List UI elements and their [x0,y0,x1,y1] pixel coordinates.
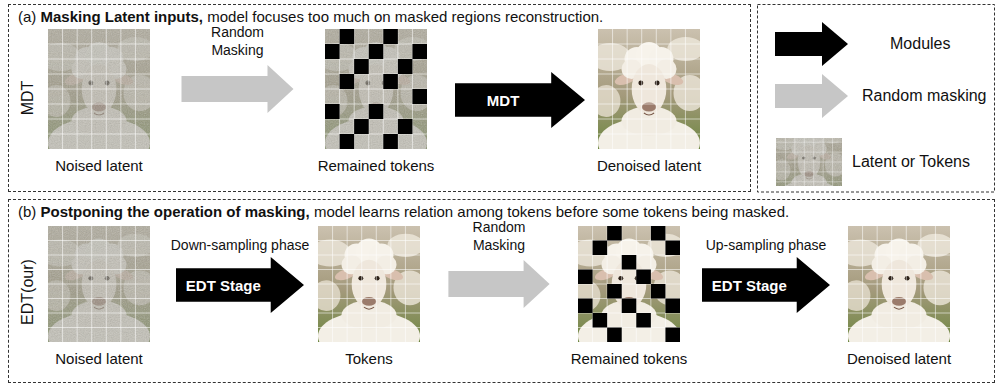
latent-tile: Denoised latent [598,29,700,149]
token-image [310,226,426,361]
masking-arrow-sample [775,74,848,118]
module-text-box: MDT [455,72,551,128]
image-caption: Remained tokens [548,350,710,367]
latent-tile: Tokens [318,226,420,342]
module-arrow-sample [775,22,848,66]
noised-latent-image [40,29,156,169]
module-arrow: MDT [455,72,585,128]
denoised-latent-image [590,29,706,169]
masked-token-image [570,226,686,361]
panel-title: (a) Masking Latent inputs,model focuses t… [18,8,607,25]
arrow-shape [455,72,585,128]
arrow-body [176,257,304,313]
panel-text: (b) [18,203,36,220]
latent-tile: Remained tokens [325,29,427,149]
image-caption: Denoised latent [568,157,730,174]
legend-text: Modules [890,35,950,53]
image-caption: Remained tokens [295,157,457,174]
side-label: MDT [19,81,37,116]
module-name: EDT Stage [712,277,787,294]
legend-text: Latent or Tokens [852,153,970,171]
noised-latent-image [40,226,156,361]
masking-arrow [448,260,549,308]
arrow-body [455,72,585,128]
panel-text: model focuses too much on masked regions… [207,8,603,25]
side-label: EDT(our) [19,259,37,325]
panel-title: (b) Postponing the operation of masking,m… [18,203,793,220]
latent-tile: Noised latent [48,226,150,342]
image-caption: Tokens [288,350,450,367]
panel-frame: (a) Masking Latent inputs,model focuses t… [8,4,751,192]
module-name: MDT [487,92,520,109]
legend-text: Random masking [862,87,987,105]
module-arrow: Up-sampling phaseEDT Stage [702,257,830,313]
image-caption: Denoised latent [818,350,980,367]
latent-tile: Denoised latent [848,226,950,342]
stage-heading: Down-sampling phase [146,237,334,253]
edge-label: Random Masking [461,219,537,254]
module-text-box: EDT Stage [176,257,271,313]
denoised-latent-image [840,226,956,361]
masking-arrow [182,65,294,113]
panel-heading: Postponing the operation of masking, [41,203,310,220]
latent-tile: Remained tokens [578,226,680,342]
panel-text: (a) [18,8,36,25]
arrow-body [702,257,830,313]
edge-label: Random Masking [200,24,276,59]
module-arrow: Down-sampling phaseEDT Stage [176,257,304,313]
module-name: EDT Stage [186,277,261,294]
latent-tile: Noised latent [48,29,150,149]
stage-heading: Up-sampling phase [672,237,860,253]
image-caption: Noised latent [18,157,180,174]
module-text-box: EDT Stage [702,257,797,313]
panel-heading: Masking Latent inputs, [41,8,204,25]
masked-token-image [317,29,433,169]
image-caption: Noised latent [18,350,180,367]
panel-text: model learns relation among tokens befor… [314,203,789,220]
latent-sample [771,122,846,214]
